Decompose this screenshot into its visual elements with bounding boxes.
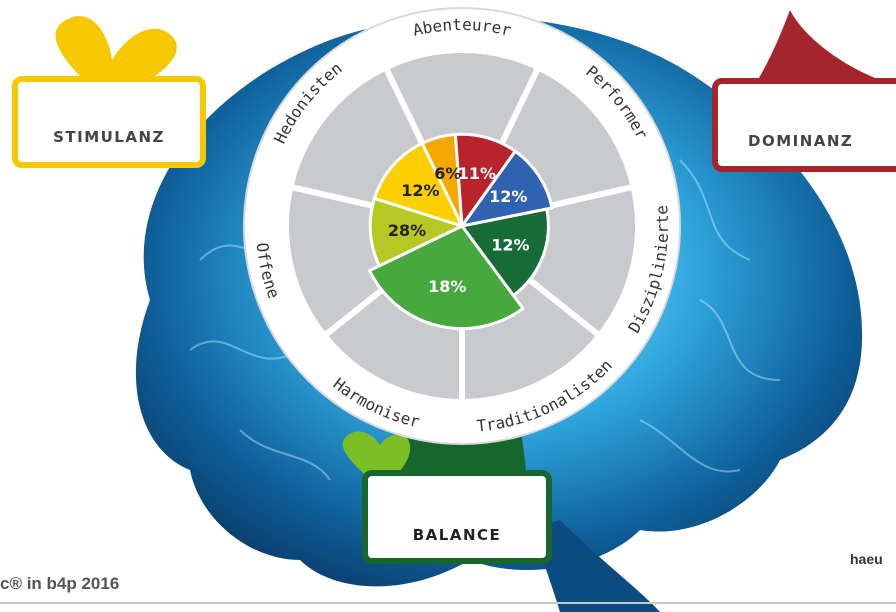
pie-value-label: 6% xyxy=(434,164,461,183)
pie-value-label: 12% xyxy=(491,236,529,255)
balance-label: BALANCE xyxy=(412,526,502,544)
pie-slice-disziplinierte xyxy=(458,149,554,229)
pie-value-labels: 6%11% 12% 12% 18% 28% 12% xyxy=(388,164,530,296)
pie-slice-traditionalisten xyxy=(459,207,550,298)
pie-value-label: 18% xyxy=(428,277,466,296)
source-credit: c® in b4p 2016 xyxy=(0,574,120,593)
balance-card: BALANCE xyxy=(362,470,552,564)
pie-value-label: 11% xyxy=(458,164,496,183)
stimulanz-label: STIMULANZ xyxy=(53,128,165,146)
pie-slice-harmoniser xyxy=(367,224,526,331)
dominanz-label: DOMINANZ xyxy=(748,132,854,150)
wheel-rim xyxy=(243,7,681,445)
bottom-divider xyxy=(0,602,896,604)
pie-value-label: 28% xyxy=(388,221,426,240)
pie-slice-hedonisten xyxy=(372,141,465,229)
brain-stem xyxy=(530,520,660,612)
stimulanz-card: STIMULANZ xyxy=(12,76,206,168)
pie-value-label: 12% xyxy=(489,187,527,206)
pie-slices xyxy=(367,132,554,331)
dominanz-card: DOMINANZ xyxy=(712,78,896,172)
brain-folds xyxy=(189,159,781,481)
pie-value-label: 12% xyxy=(401,181,439,200)
footer-cut-text: haeu xyxy=(850,551,883,567)
